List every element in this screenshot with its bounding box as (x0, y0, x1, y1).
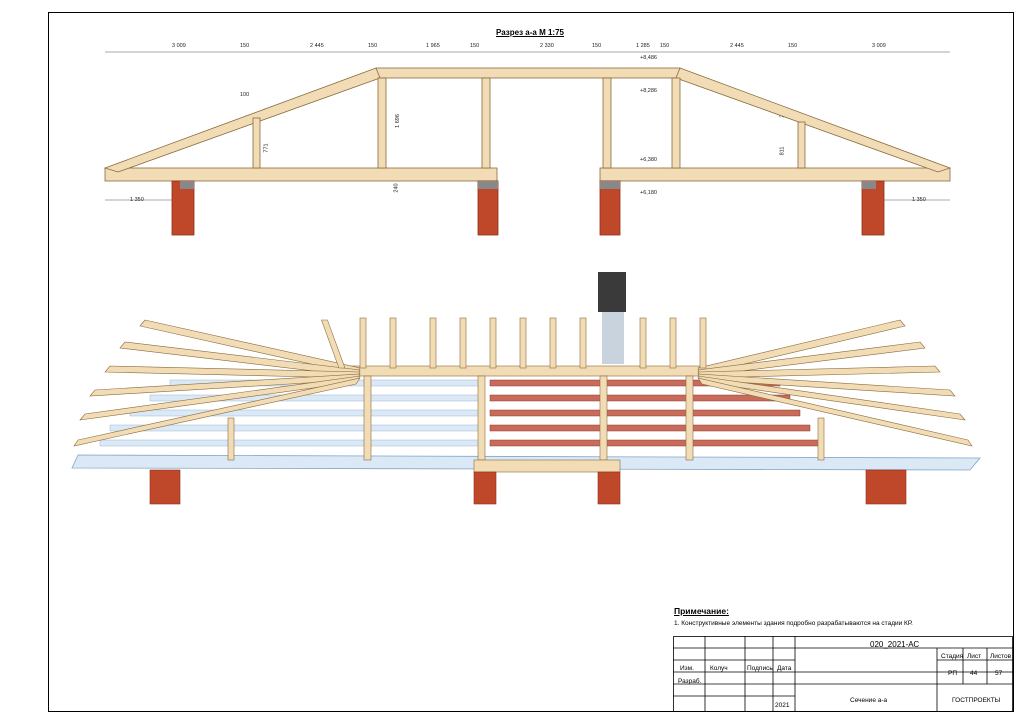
stamp-header-kol: Колуч (710, 665, 728, 672)
dim-label: 150 (660, 43, 670, 49)
dim-label: 2 445 (310, 43, 324, 49)
stage-value: РП (948, 670, 958, 677)
section-title: Разрез а-а М 1:75 (496, 28, 564, 37)
notes-item: 1. Конструктивные элементы здания подроб… (674, 620, 913, 627)
stage-label: Стадия (941, 653, 964, 660)
sheets-label: Листов (990, 653, 1012, 660)
organization: ГОСТПРОЕКТЫ (952, 697, 1001, 704)
sheet-value: 44 (970, 670, 978, 677)
sheets-value: 57 (995, 670, 1003, 677)
sheet-title: Сечение а-а (850, 697, 888, 704)
elevation-mark: +8,286 (640, 88, 657, 94)
dim-label: 150 (240, 43, 250, 49)
elevation-mark: +6,380 (640, 157, 657, 163)
dim-label: 150 (592, 43, 602, 49)
title-block (673, 636, 1013, 712)
dim-label: 2 330 (540, 43, 554, 49)
dim-label: 1 965 (426, 43, 440, 49)
dim-label: 150 (368, 43, 378, 49)
roof-section-drawing (103, 51, 952, 236)
stamp-header-data: Дата (777, 665, 792, 672)
notes-heading: Примечание: (674, 606, 729, 616)
dim-label: 2 445 (730, 43, 744, 49)
stamp-razrab: Разраб. (678, 678, 702, 685)
stamp-header-podp: Подпись (747, 665, 773, 672)
dim-label: 150 (788, 43, 798, 49)
elevation-mark: +6,180 (640, 190, 657, 196)
dim-label: 3 009 (172, 43, 186, 49)
sheet-label: Лист (967, 653, 982, 660)
drawing-frame (48, 12, 1014, 712)
elevation-mark: +8,486 (640, 55, 657, 61)
dim-label: 1 285 (636, 43, 650, 49)
roof-3d-view (71, 272, 981, 505)
drawing-code: 020_2021-АС (870, 640, 920, 649)
vertical-dim: 100 (240, 92, 250, 98)
dim-label: 150 (470, 43, 480, 49)
stamp-year: 2021 (775, 702, 790, 709)
stamp-header-izm: Изм. (680, 665, 694, 672)
dim-label: 3 009 (872, 43, 886, 49)
